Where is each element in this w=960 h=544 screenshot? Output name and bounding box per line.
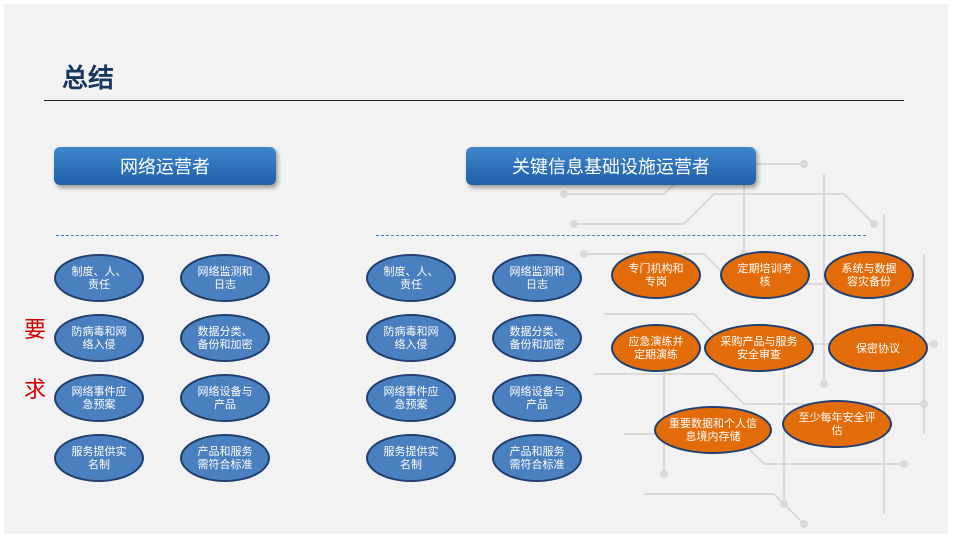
cii-basic-item: 防病毒和网络入侵 — [366, 314, 456, 362]
cii-basic-item: 产品和服务需符合标准 — [492, 434, 582, 482]
basic-item: 制度、人、责任 — [54, 254, 144, 302]
basic-item: 服务提供实名制 — [54, 434, 144, 482]
title-divider — [44, 100, 904, 101]
cii-basic-item: 网络事件应急预案 — [366, 374, 456, 422]
cii-extra-item: 系统与数据容灾备份 — [824, 251, 914, 299]
cii-basic-item: 服务提供实名制 — [366, 434, 456, 482]
basic-item: 网络事件应急预案 — [54, 374, 144, 422]
cii-basic-item: 数据分类、备份和加密 — [492, 314, 582, 362]
cii-extra-item: 定期培训考核 — [720, 251, 810, 299]
cii-extra-item: 应急演练并定期演练 — [611, 324, 701, 372]
network-operator-header: 网络运营者 — [54, 147, 276, 185]
cii-extra-item: 专门机构和专岗 — [611, 251, 701, 299]
requirement-label-char-2: 求 — [24, 378, 47, 403]
basic-item: 产品和服务需符合标准 — [180, 434, 270, 482]
slide: 总结 网络运营者 关键信息基础设施运营者 要 求 制度、人、责任 网络监测和日志… — [4, 4, 948, 534]
cii-extra-item: 重要数据和个人信息境内存储 — [654, 406, 772, 454]
cii-extra-item: 保密协议 — [828, 324, 928, 372]
cii-extra-item: 至少每年安全评估 — [782, 400, 892, 448]
dashed-divider-left — [56, 235, 278, 236]
basic-item: 网络监测和日志 — [180, 254, 270, 302]
dashed-divider-right — [376, 235, 866, 236]
basic-item: 防病毒和网络入侵 — [54, 314, 144, 362]
cii-extra-item: 采购产品与服务安全审查 — [704, 324, 814, 372]
cii-basic-item: 制度、人、责任 — [366, 254, 456, 302]
basic-item: 数据分类、备份和加密 — [180, 314, 270, 362]
page-title: 总结 — [62, 64, 115, 94]
cii-basic-item: 网络设备与产品 — [492, 374, 582, 422]
basic-item: 网络设备与产品 — [180, 374, 270, 422]
requirement-label-char-1: 要 — [24, 318, 47, 343]
cii-operator-header: 关键信息基础设施运营者 — [466, 147, 756, 185]
cii-basic-item: 网络监测和日志 — [492, 254, 582, 302]
